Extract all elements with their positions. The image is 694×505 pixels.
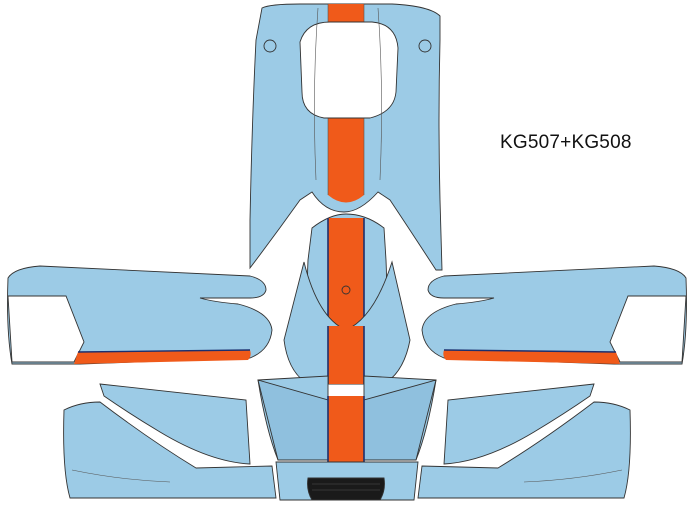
- bumper-stripe: [328, 396, 364, 470]
- model-label: KG507+KG508: [500, 132, 632, 153]
- right-spoiler-upper: [443, 383, 595, 465]
- right-sidepod: [421, 265, 687, 365]
- mount-hole-right: [418, 39, 432, 53]
- left-sidepod-stripe: [74, 350, 251, 364]
- front-bumper: [257, 375, 437, 501]
- left-spoiler-lower: [63, 401, 277, 499]
- nose-cover: [283, 213, 411, 385]
- nose-lower-wedge: [283, 260, 411, 385]
- mount-hole-left: [263, 39, 277, 53]
- front-panel: [249, 3, 443, 271]
- front-panel-window: [299, 21, 399, 119]
- left-lower-panels: [63, 383, 277, 499]
- left-spoiler-upper: [99, 383, 251, 465]
- bumper-black-mount: [307, 477, 385, 501]
- right-lower-panels: [417, 383, 631, 499]
- right-spoiler-lower: [417, 401, 631, 499]
- nose-cover-stripe: [328, 218, 364, 333]
- left-sidepod: [7, 265, 273, 365]
- nose-hole: [341, 285, 351, 295]
- right-sidepod-stripe: [443, 350, 620, 364]
